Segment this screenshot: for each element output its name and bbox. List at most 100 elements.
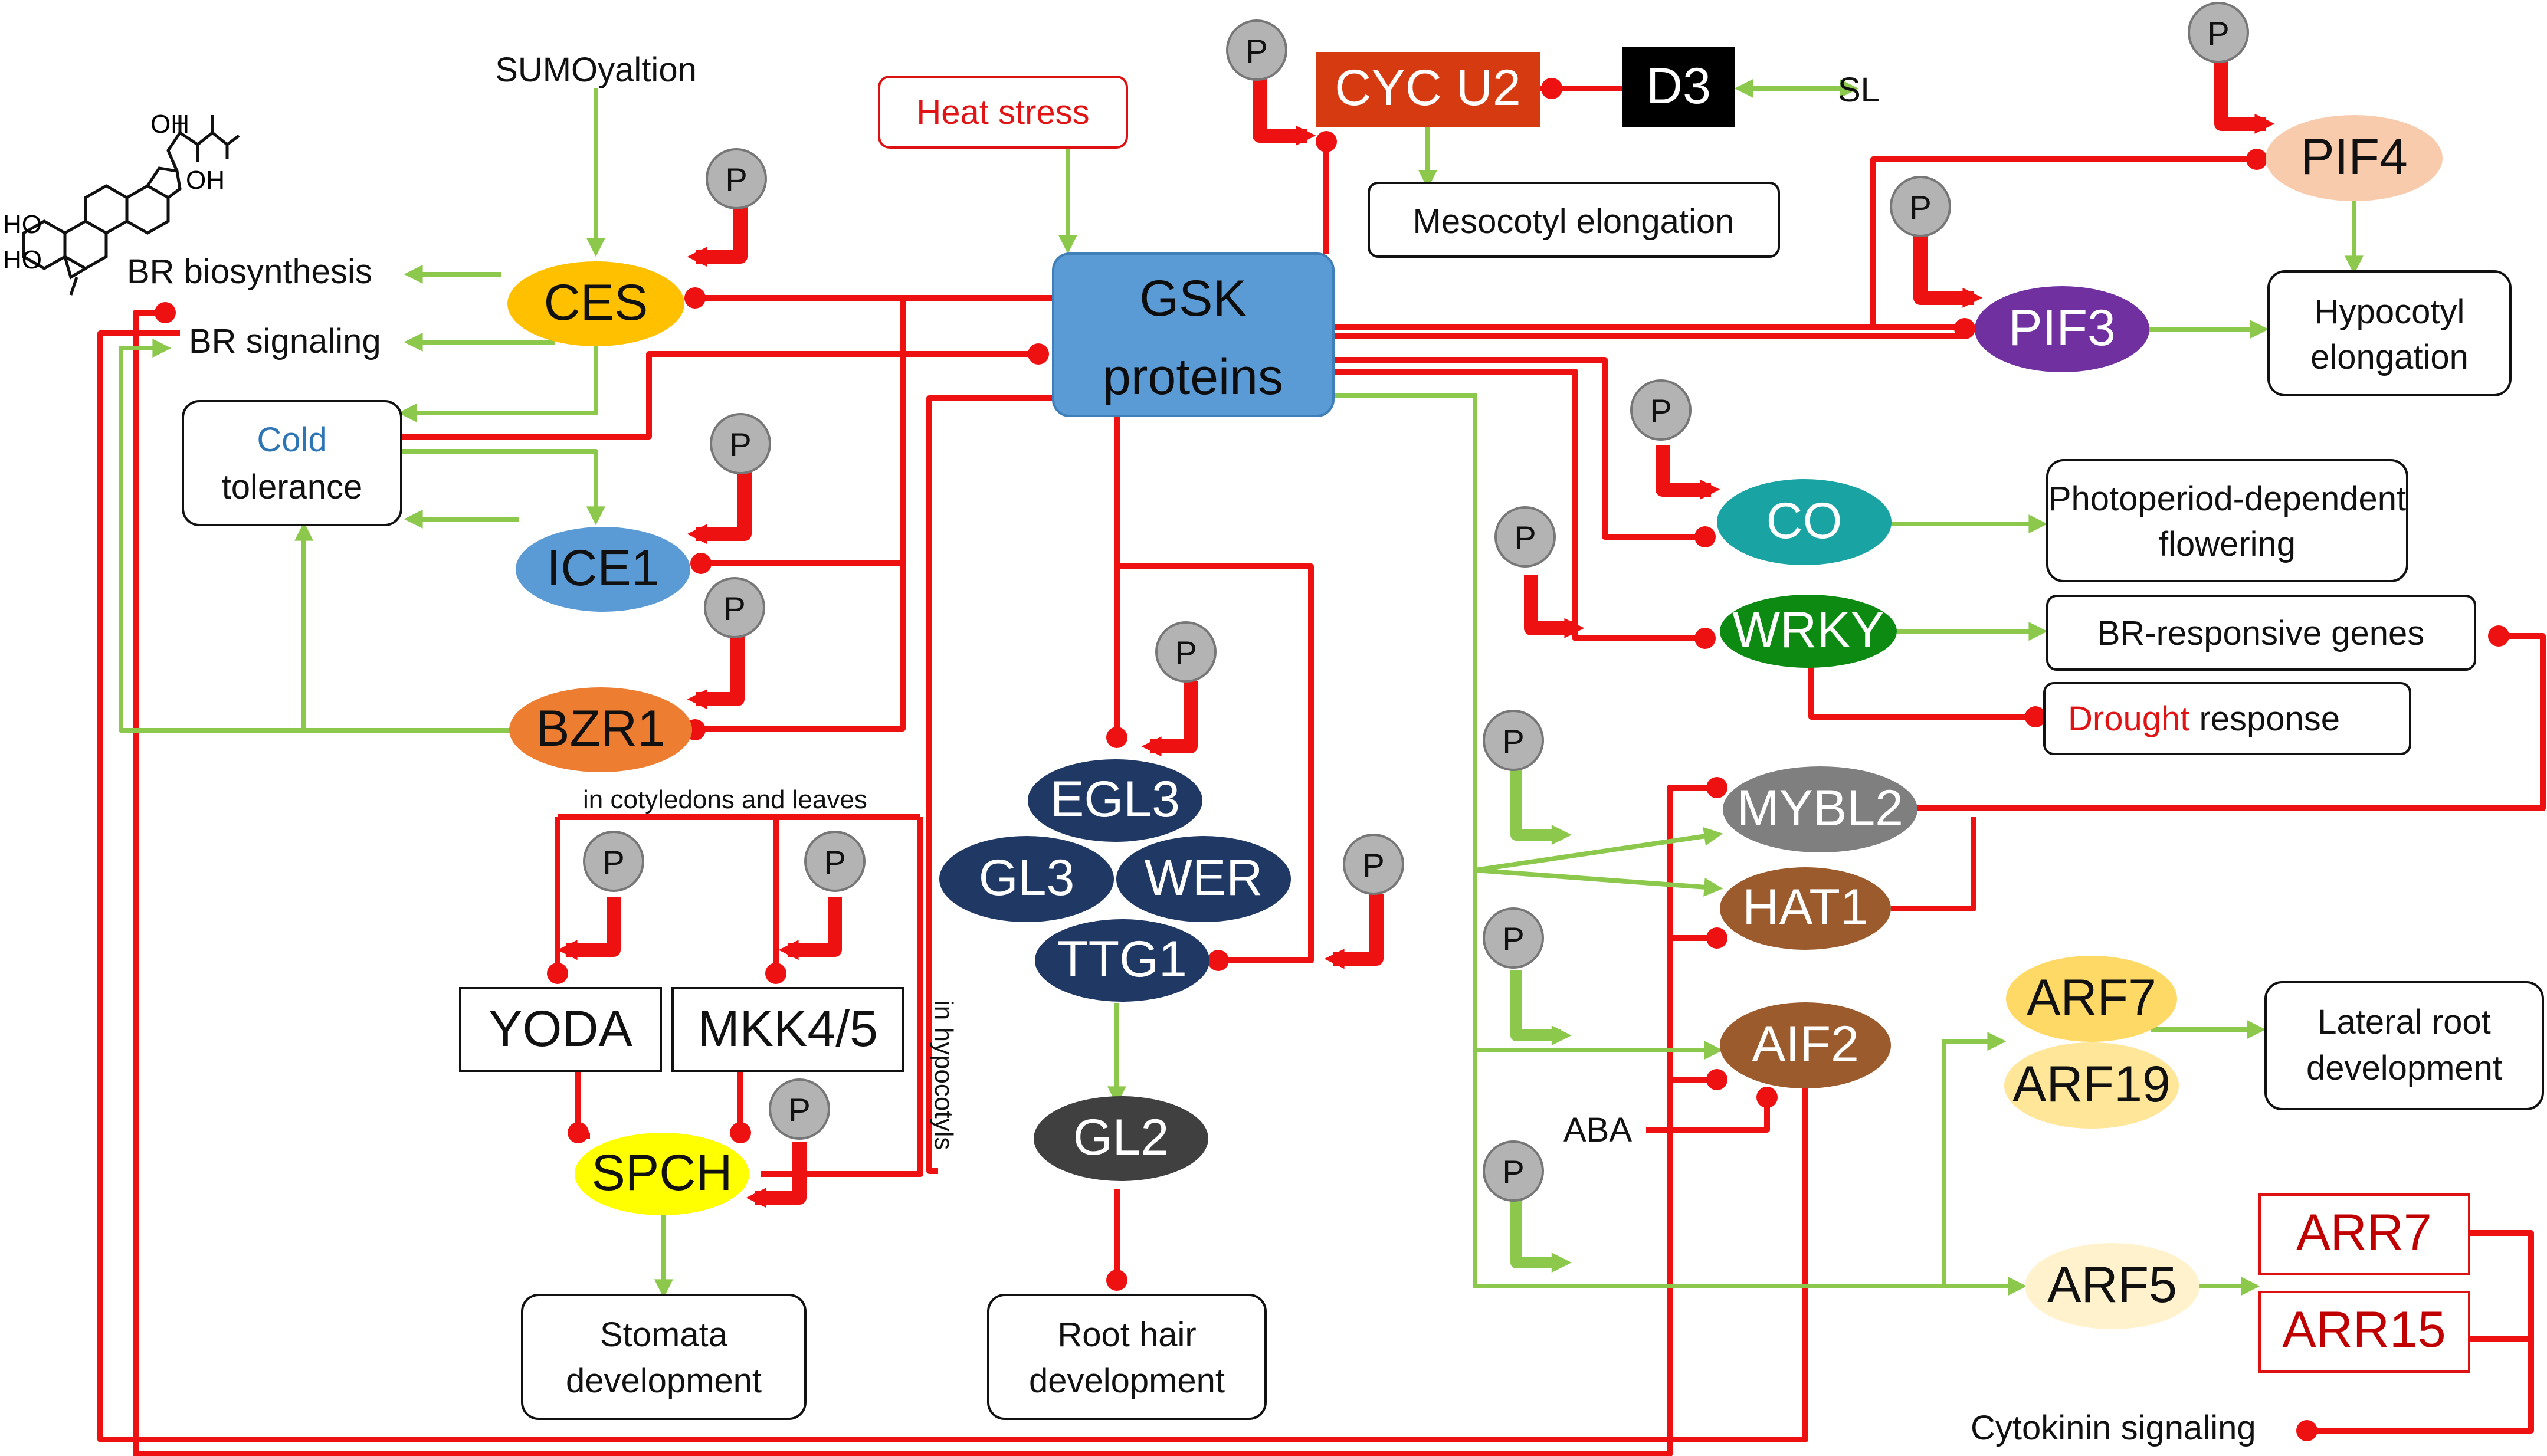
phospho-badge-yoda — [583, 831, 644, 892]
phospho-label-ttg1: P — [1362, 847, 1384, 884]
drought-word: Drought response — [2068, 700, 2340, 738]
lateral-root-box — [2264, 981, 2544, 1110]
phospho-badge-ice1 — [710, 413, 771, 474]
phospho-label-arf: P — [1502, 1153, 1524, 1191]
photoperiod-label-line1: Photoperiod-dependent — [2048, 480, 2406, 518]
d3-label: D3 — [1646, 58, 1711, 114]
phospho-label-aif2: P — [1502, 920, 1524, 957]
phospho-badge-pif3 — [1890, 176, 1951, 237]
photoperiod-box — [2046, 459, 2408, 582]
d3-node — [1622, 47, 1735, 127]
yoda-label: YODA — [489, 1001, 632, 1057]
wrky-node — [1720, 595, 1897, 668]
ice1-label: ICE1 — [546, 540, 659, 596]
phospho-label-mkk45: P — [824, 844, 845, 881]
drought-label-red: Drought — [2068, 700, 2189, 738]
phospho-badge-co — [1630, 379, 1692, 441]
hypocotyl-label-line1: Hypocotyl — [2315, 293, 2465, 331]
gsk-label-line1: GSK — [1139, 270, 1247, 327]
arr7-label: ARR7 — [2296, 1204, 2431, 1261]
pif4-node — [2266, 115, 2443, 201]
mesocotyl-label: Mesocotyl elongation — [1413, 202, 1735, 241]
lateral-root-label-line2: development — [2306, 1049, 2502, 1087]
cycu2-label: CYC U2 — [1335, 60, 1520, 116]
egl3-node — [1028, 759, 1202, 842]
arr15-box — [2258, 1291, 2470, 1373]
phospho-label-egl3: P — [1175, 634, 1197, 671]
pif4-label: PIF4 — [2300, 129, 2408, 185]
oh-label-1: OH — [150, 110, 189, 139]
co-label: CO — [1766, 493, 1843, 549]
gl3-node — [939, 836, 1114, 922]
phospho-arrows — [557, 32, 2275, 1273]
ho-label-1: HO — [3, 210, 42, 239]
lateral-root-label-line1: Lateral root — [2317, 1003, 2490, 1041]
aif2-node — [1720, 1002, 1891, 1088]
phospho-badge-ttg1 — [1343, 834, 1404, 895]
phospho-badge-pif4 — [2188, 2, 2249, 63]
wrky-label: WRKY — [1732, 602, 1884, 658]
br-genes-box — [2046, 595, 2476, 671]
hypocotyl-label-line2: elongation — [2310, 338, 2469, 376]
br-genes-label: BR-responsive genes — [2097, 614, 2425, 652]
pif3-node — [1975, 286, 2149, 372]
heat-stress-label: Heat stress — [916, 93, 1089, 132]
gl3-label: GL3 — [979, 850, 1075, 906]
tolerance-label: tolerance — [222, 468, 363, 506]
cold-tolerance-box — [182, 400, 402, 526]
phospho-badge-bzr1 — [704, 577, 765, 638]
arf5-node — [2025, 1243, 2199, 1329]
hat1-node — [1720, 867, 1891, 950]
phospho-label-spch: P — [788, 1091, 810, 1129]
yoda-box — [459, 987, 662, 1072]
gsk-label-line2: proteins — [1103, 349, 1283, 405]
ttg1-node — [1035, 919, 1209, 1002]
ice1-node — [516, 527, 690, 612]
inhibition-lines — [97, 142, 2546, 1456]
ttg1-label: TTG1 — [1057, 931, 1187, 988]
cotyledons-annotation: in cotyledons and leaves — [583, 785, 867, 814]
stomata-label-line2: development — [566, 1362, 762, 1400]
phospho-label-mybl2: P — [1502, 723, 1524, 760]
mkk45-label: MKK4/5 — [697, 1001, 878, 1057]
root-hair-label-line2: development — [1029, 1362, 1225, 1400]
cycu2-node — [1316, 52, 1540, 127]
arr15-label: ARR15 — [2282, 1301, 2446, 1358]
phospho-badge-wrky — [1494, 506, 1556, 568]
phospho-badge-ces — [706, 148, 767, 209]
activation-lines — [119, 79, 2364, 1298]
mybl2-label: MYBL2 — [1737, 780, 1903, 837]
phospho-label-pif4: P — [2207, 15, 2229, 52]
arf19-node — [2004, 1042, 2179, 1129]
phospho-label-yoda: P — [602, 844, 624, 881]
mybl2-node — [1723, 766, 1917, 852]
bzr1-label: BZR1 — [536, 700, 666, 757]
br-signaling-label: BR signaling — [189, 322, 381, 360]
gl2-node — [1034, 1096, 1208, 1181]
mesocotyl-box — [1368, 182, 1780, 258]
aba-label: ABA — [1563, 1111, 1632, 1149]
phospho-badge-aif2 — [1483, 907, 1544, 969]
heat-stress-box — [878, 76, 1128, 149]
stomata-label-line1: Stomata — [600, 1316, 728, 1354]
mkk45-box — [671, 987, 904, 1072]
ho-label-2: HO — [3, 245, 42, 274]
gl2-label: GL2 — [1073, 1109, 1169, 1166]
phospho-label-wrky: P — [1514, 519, 1536, 556]
spch-label: SPCH — [592, 1145, 733, 1201]
cytokinin-label: Cytokinin signaling — [1971, 1409, 2256, 1447]
drought-box — [2043, 682, 2411, 755]
phospho-badge-egl3 — [1155, 621, 1217, 683]
phospho-badges: P P P P P P P P P P P P P P P P — [583, 2, 2249, 1202]
phospho-badge-spch — [769, 1078, 830, 1140]
phospho-badge-mkk45 — [804, 831, 866, 892]
sumoylation-label: SUMOyaltion — [495, 51, 697, 89]
gsk-proteins-node — [1052, 252, 1335, 417]
arf19-label: ARF19 — [2012, 1056, 2171, 1113]
brassinosteroid-molecule-icon: OH OH HO HO — [3, 110, 240, 296]
hat1-label: HAT1 — [1742, 879, 1868, 936]
phospho-badge-cycu2 — [1226, 19, 1287, 81]
phospho-label-ice1: P — [729, 426, 751, 463]
phospho-badge-mybl2 — [1483, 710, 1544, 771]
